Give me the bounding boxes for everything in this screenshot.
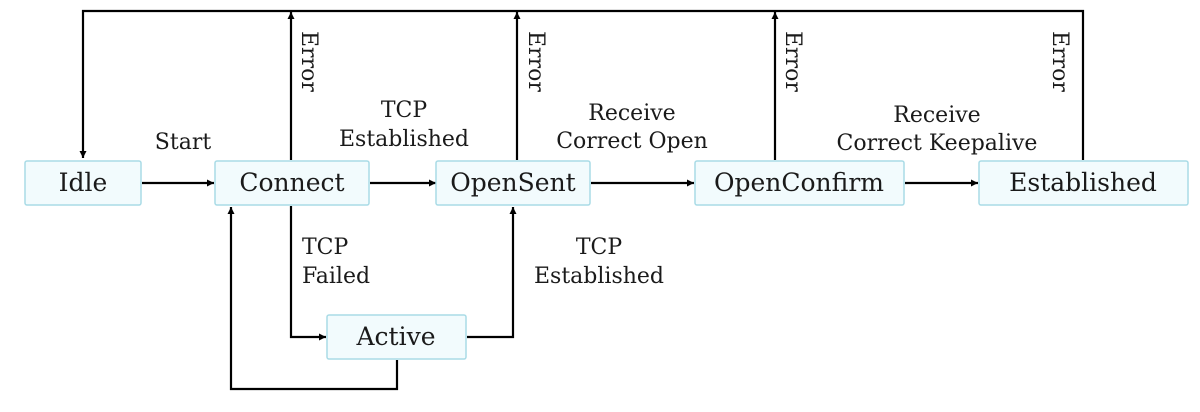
established-error-label: Error (1047, 31, 1072, 92)
state-idle: Idle (24, 160, 142, 206)
active-to-connect-edge (227, 207, 399, 391)
state-connect-label: Connect (239, 168, 344, 197)
state-idle-label: Idle (59, 168, 108, 197)
state-openconfirm: OpenConfirm (694, 160, 905, 206)
state-established: Established (978, 160, 1189, 206)
tcp-established-active-label-line2: Established (534, 264, 664, 289)
receive-open-label-line1: Receive (588, 101, 675, 126)
openconfirm-error-label: Error (780, 31, 805, 92)
active-to-opensent-edge (467, 207, 517, 339)
state-opensent: OpenSent (435, 160, 591, 206)
tcp-established-active-label-line1: TCP (576, 235, 623, 260)
state-established-label: Established (1009, 168, 1157, 197)
tcp-established-label-line2: Established (339, 127, 469, 152)
state-active-label: Active (355, 322, 435, 351)
receive-keepalive-label-line1: Receive (893, 103, 980, 128)
start-label: Start (155, 130, 212, 155)
state-connect: Connect (214, 160, 370, 206)
tcp-established-label-line1: TCP (381, 98, 428, 123)
error-bus-edge (79, 9, 1085, 160)
transition-labels: Start TCP Established Receive Correct Op… (155, 31, 1072, 289)
state-active: Active (326, 314, 467, 360)
edges (79, 9, 1085, 391)
connect-error-label: Error (296, 31, 321, 92)
receive-open-label-line2: Correct Open (556, 129, 708, 154)
connect-to-active-edge (289, 206, 326, 341)
state-opensent-label: OpenSent (450, 168, 575, 197)
receive-keepalive-label-line2: Correct Keepalive (837, 131, 1038, 156)
state-openconfirm-label: OpenConfirm (714, 168, 884, 197)
tcp-failed-label-line2: Failed (302, 264, 370, 289)
tcp-failed-label-line1: TCP (302, 235, 349, 260)
opensent-error-label: Error (523, 31, 548, 92)
